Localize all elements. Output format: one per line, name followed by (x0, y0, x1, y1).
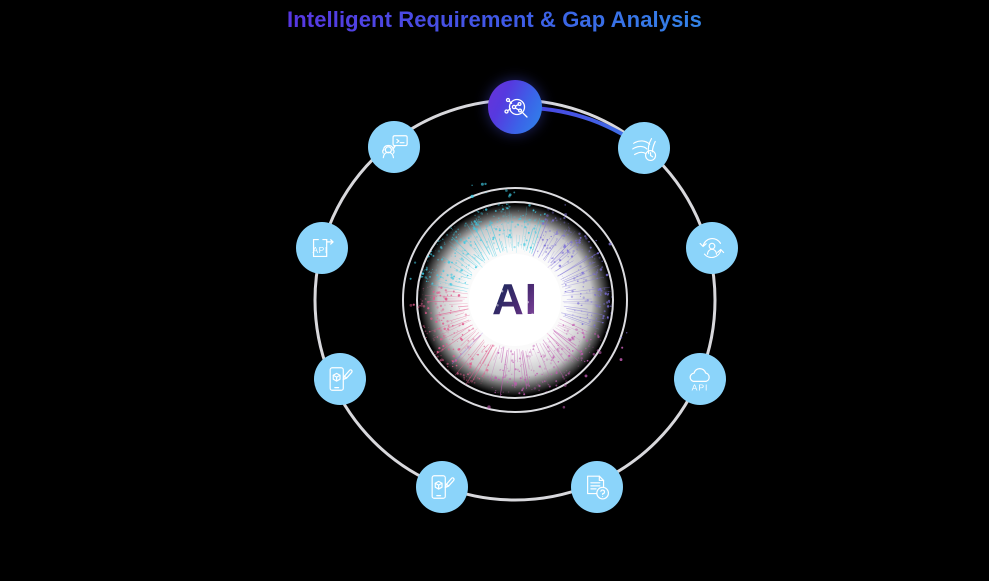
node-developer-chat[interactable] (368, 121, 420, 173)
mobile-design-icon (427, 472, 457, 502)
svg-text:API: API (692, 383, 709, 393)
svg-text:API: API (312, 245, 327, 255)
cloud-api-icon: API (685, 364, 715, 394)
page-title: Intelligent Requirement & Gap Analysis (0, 6, 989, 34)
ai-core-sphere: AI (415, 200, 615, 400)
node-cloud-api[interactable]: API (674, 353, 726, 405)
node-performance-timing[interactable] (618, 122, 670, 174)
magnifier-network-icon (499, 91, 531, 123)
ai-label-disc: AI (469, 254, 561, 346)
node-requirement-analysis[interactable] (488, 80, 542, 134)
speed-clock-icon (629, 133, 659, 163)
inner-orbit-ring-outer (402, 187, 628, 413)
document-question-icon (582, 472, 612, 502)
refresh-user-icon (697, 233, 727, 263)
node-design-prototype-bottom[interactable] (416, 461, 468, 513)
mobile-design-icon (325, 364, 355, 394)
ai-label: AI (492, 275, 538, 324)
node-user-sync[interactable] (686, 222, 738, 274)
api-document-icon: API (307, 233, 337, 263)
person-code-chat-icon (379, 132, 409, 162)
node-api-document[interactable]: API (296, 222, 348, 274)
node-document-gap[interactable] (571, 461, 623, 513)
node-design-prototype-left[interactable] (314, 353, 366, 405)
